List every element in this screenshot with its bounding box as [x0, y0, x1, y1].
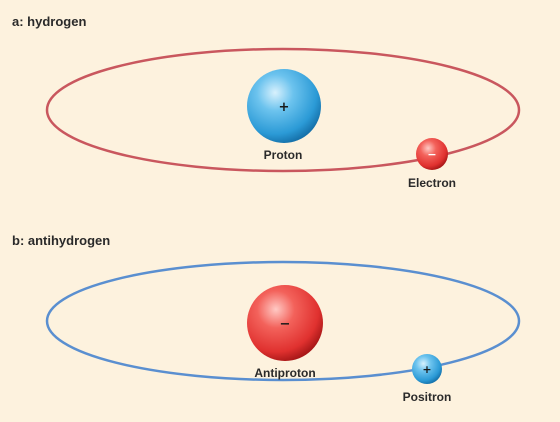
- hydrogen-orbit: [45, 47, 521, 173]
- positron-label: Positron: [402, 390, 452, 404]
- proton-charge: +: [279, 100, 290, 115]
- antiproton-label: Antiproton: [254, 366, 316, 380]
- antiproton-sphere: [247, 285, 323, 361]
- positron-charge: +: [422, 363, 431, 376]
- antihydrogen-panel: − +: [45, 260, 521, 384]
- antiproton-charge: −: [280, 317, 291, 332]
- electron-charge: −: [427, 148, 436, 161]
- hydrogen-panel: + −: [45, 47, 521, 173]
- panel-a-title: a: hydrogen: [12, 14, 87, 29]
- electron-sphere: [416, 138, 448, 170]
- panel-b-title: b: antihydrogen: [12, 233, 111, 248]
- proton-sphere: [247, 69, 321, 143]
- positron-sphere: [412, 354, 442, 384]
- antihydrogen-orbit: [45, 260, 521, 382]
- proton-label: Proton: [263, 148, 303, 162]
- electron-label: Electron: [407, 176, 457, 190]
